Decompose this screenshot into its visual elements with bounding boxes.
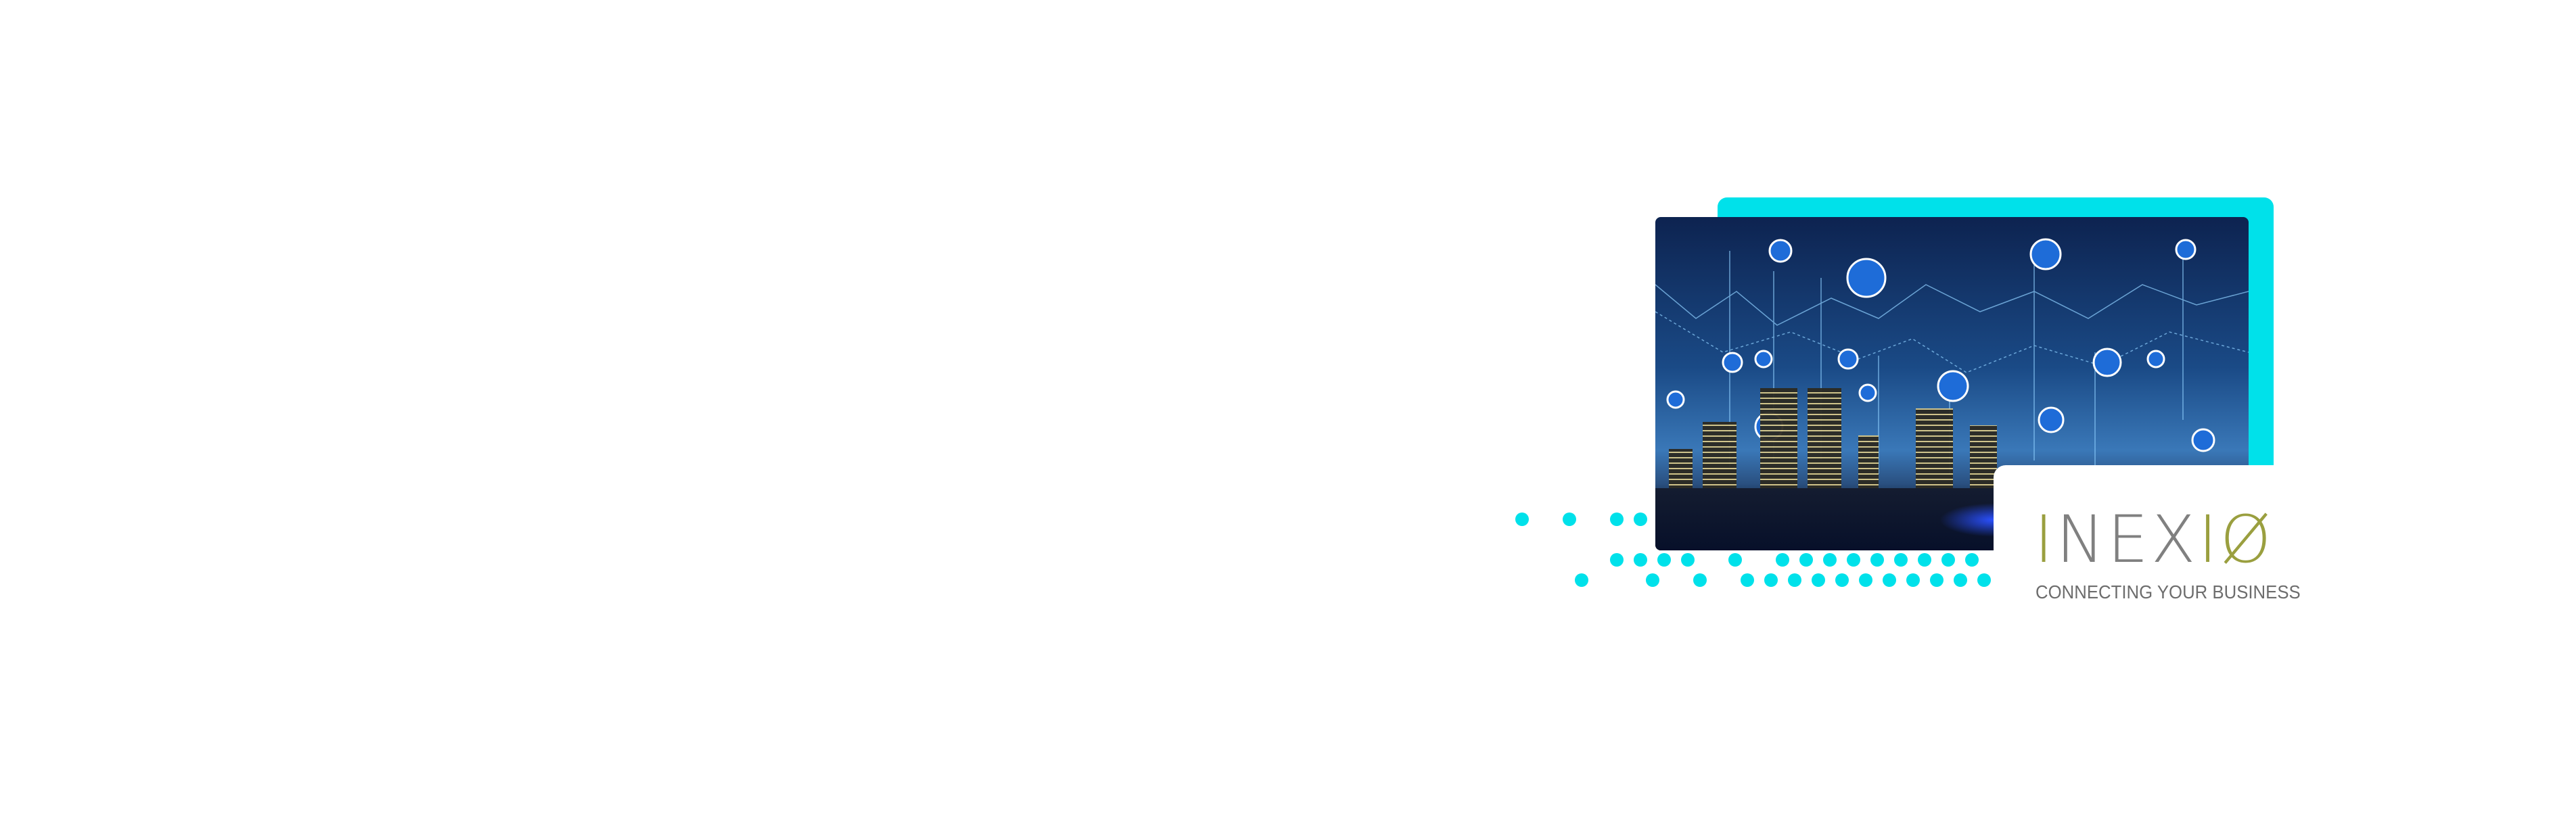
logo-tagline: CONNECTING YOUR BUSINESS [2036,581,2301,602]
inexio-logo-card: INEXIØ CONNECTING YOUR BUSINESS [1994,465,2309,634]
logo-letter-o: Ø [2220,502,2274,577]
smart-city-image [1655,217,2249,550]
inexio-logo: INEXIØ [2034,507,2274,572]
logo-letter-i: I [2034,502,2056,577]
logo-letters-nex: NEX [2056,502,2199,577]
logo-letter-i2: I [2198,502,2220,577]
